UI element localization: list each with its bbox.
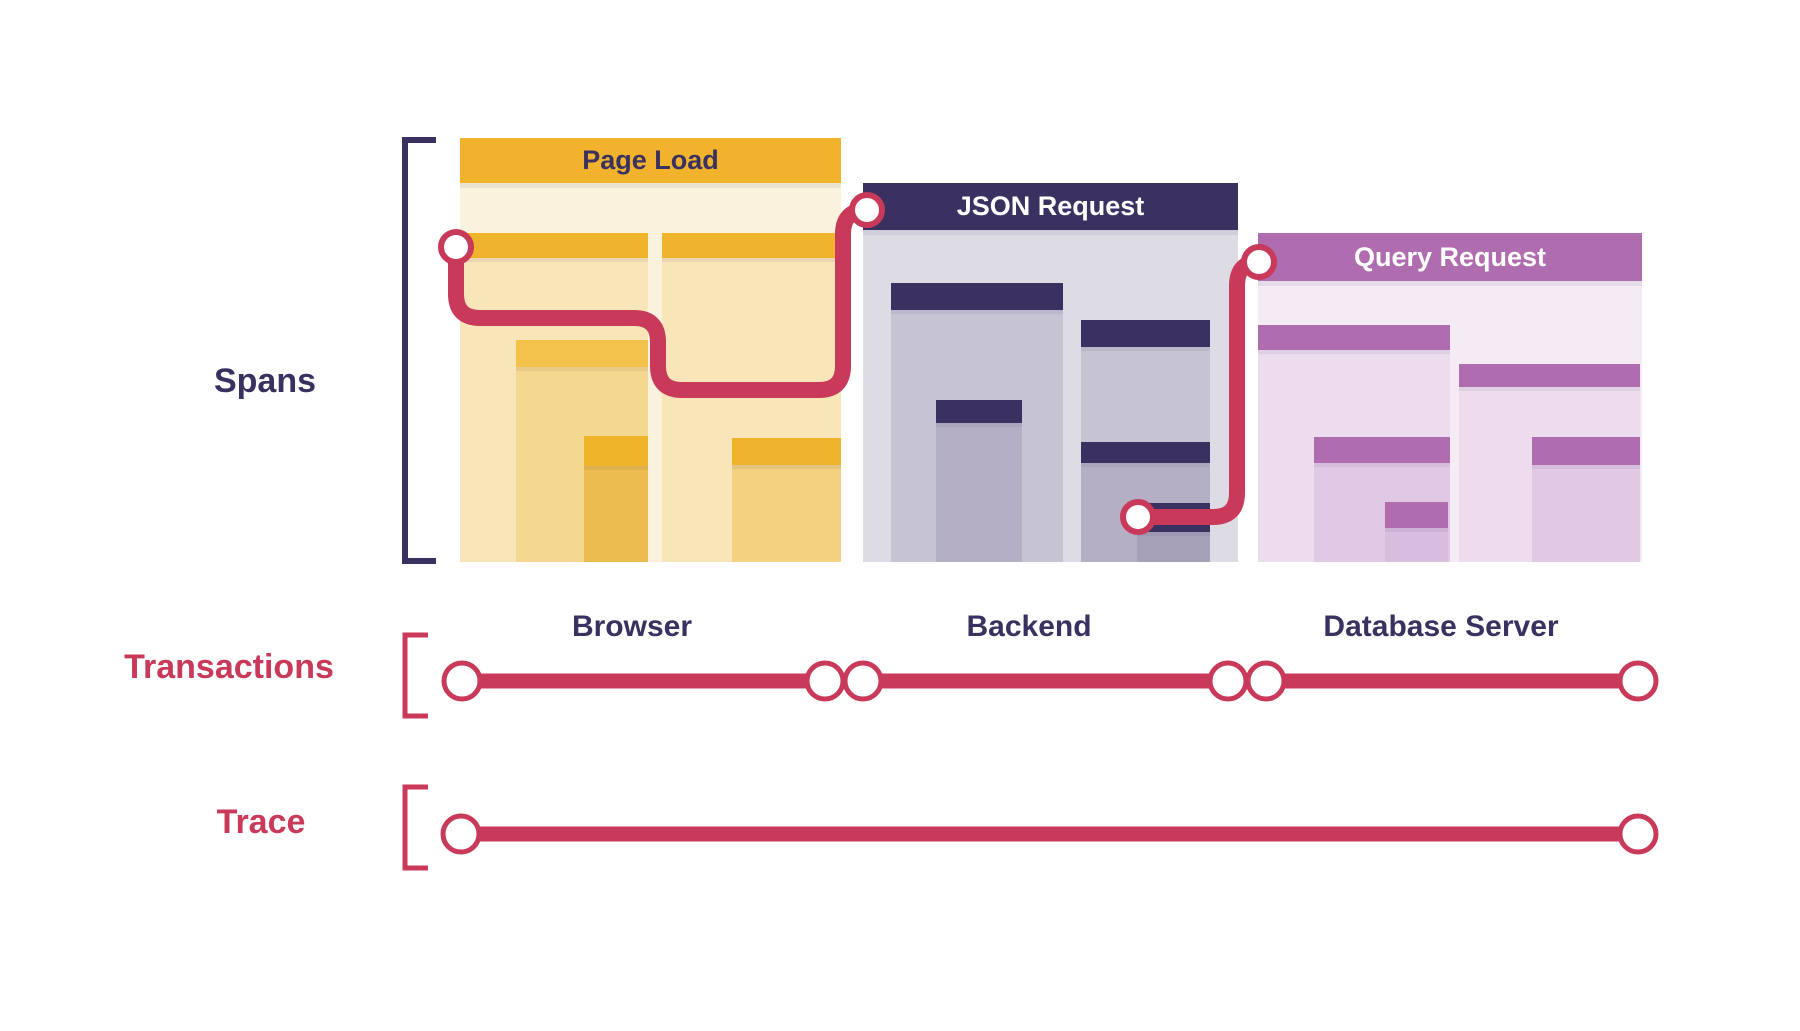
json-request-header: JSON Request <box>863 183 1238 230</box>
trace-endpoint <box>1617 813 1659 855</box>
span-bar-header <box>516 340 648 367</box>
span-bar-header <box>460 233 648 258</box>
span-bar-header <box>584 436 648 466</box>
span-bar-header <box>1459 364 1640 387</box>
span-bar-header <box>891 283 1063 310</box>
transaction-endpoint <box>1617 660 1659 702</box>
transaction-endpoint <box>441 660 483 702</box>
trace-endpoint <box>440 813 482 855</box>
panel-page-load: Page Load <box>460 138 841 562</box>
span-bar <box>732 438 841 562</box>
page-load-title: Page Load <box>582 145 719 175</box>
query-request-title: Query Request <box>1353 241 1547 272</box>
span-bar-header <box>732 438 841 465</box>
span-bar <box>1385 502 1448 562</box>
span-bar-header <box>1137 503 1210 532</box>
panel-json-request: JSON Request <box>863 183 1238 562</box>
json-request-title: JSON Request <box>956 191 1145 221</box>
transactions-bracket <box>402 632 428 719</box>
span-bar-header <box>936 400 1022 423</box>
page-load-header: Page Load <box>460 138 841 183</box>
caption-backend: Backend <box>966 610 1092 643</box>
transaction-endpoint <box>1207 660 1249 702</box>
span-bar <box>936 400 1022 562</box>
span-bar-header <box>662 233 841 258</box>
caption-browser: Browser <box>571 610 693 643</box>
spans-bracket <box>402 137 436 564</box>
span-bar-header <box>1532 437 1640 465</box>
caption-database-server: Database Server <box>1323 610 1559 643</box>
span-bar-header <box>1258 325 1450 350</box>
span-bar <box>1532 437 1640 562</box>
spans-label: Spans <box>213 362 317 400</box>
transaction-endpoint <box>804 660 846 702</box>
span-bar-header <box>1081 442 1210 463</box>
transaction-endpoint <box>842 660 884 702</box>
span-bar <box>1137 503 1210 562</box>
span-bar-header <box>1314 437 1450 463</box>
query-request-header: Query Request <box>1258 233 1642 281</box>
span-bar <box>584 436 648 562</box>
transaction-endpoint <box>1245 660 1287 702</box>
transactions-label: Transactions <box>124 648 334 686</box>
span-bar-header <box>1081 320 1210 347</box>
trace-label: Trace <box>216 803 306 841</box>
span-bar-header <box>1385 502 1448 528</box>
panel-query-request: Query Request <box>1258 233 1642 562</box>
